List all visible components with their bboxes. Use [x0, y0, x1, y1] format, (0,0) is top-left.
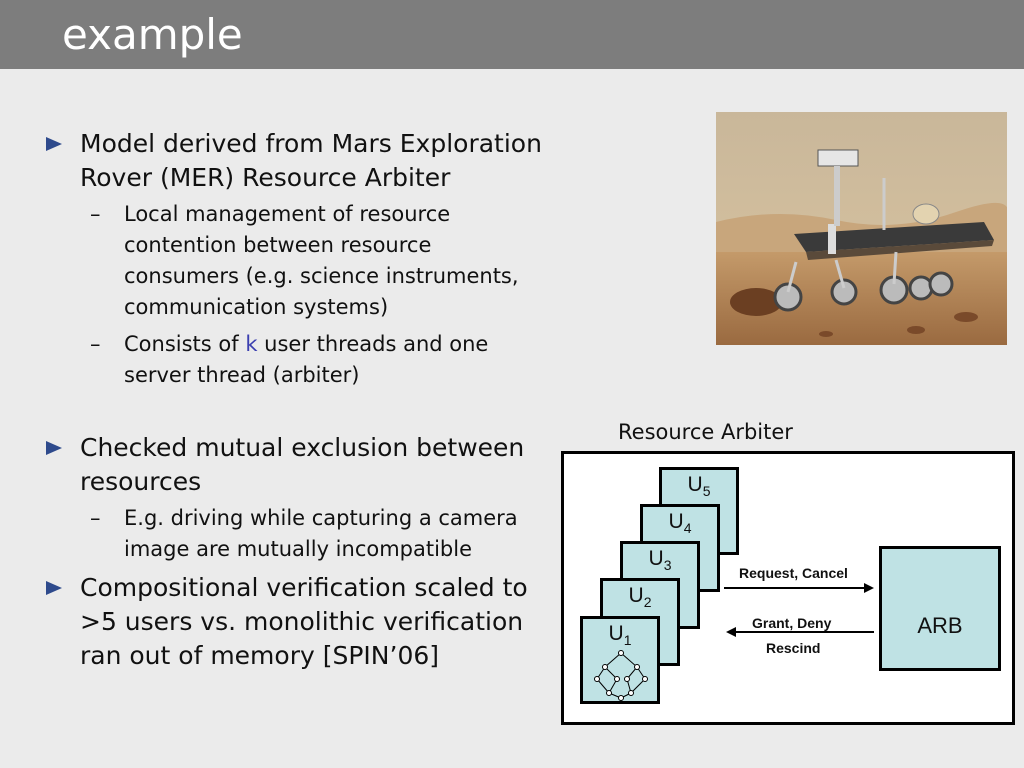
rover-illustration — [716, 112, 1007, 345]
sub-bullet-item: – E.g. driving while capturing a camera … — [44, 503, 544, 565]
slide-title: example — [62, 10, 243, 59]
sub-bullet-text: Local management of resource contention … — [124, 202, 519, 319]
user-thread-label: U3 — [648, 547, 672, 574]
arbiter-box: ARB — [879, 546, 1001, 671]
bullet-item: Model derived from Mars Exploration Rove… — [44, 127, 544, 195]
user-thread-label: U2 — [628, 584, 652, 611]
sub-bullet-text: E.g. driving while capturing a camera im… — [124, 506, 518, 561]
user-thread-label: U4 — [668, 510, 692, 537]
state-machine-graph-icon — [594, 650, 648, 701]
user-thread-1: U1 — [580, 616, 660, 704]
arrow-right-icon — [864, 583, 874, 593]
bullet-text: Compositional verification scaled to >5 … — [80, 573, 528, 670]
dash-bullet-icon: – — [90, 202, 101, 226]
sub-bullet-text-pre: Consists of — [124, 332, 246, 356]
bullet-text: Checked mutual exclusion between resourc… — [80, 433, 525, 496]
grant-deny-label: Grant, Deny — [752, 615, 832, 631]
variable-k: k — [245, 332, 258, 356]
arrow-left-icon — [726, 627, 736, 637]
user-thread-label: U1 — [608, 622, 632, 649]
dash-bullet-icon: – — [90, 506, 101, 530]
user-thread-label: U5 — [687, 473, 711, 500]
bullet-item: Checked mutual exclusion between resourc… — [44, 431, 544, 499]
triangle-bullet-icon — [46, 441, 62, 455]
bullet-text: Model derived from Mars Exploration Rove… — [80, 129, 542, 192]
mars-rover-photo — [716, 112, 1007, 345]
sub-bullet-item: – Local management of resource contentio… — [44, 199, 544, 323]
request-cancel-label: Request, Cancel — [739, 565, 848, 581]
triangle-bullet-icon — [46, 581, 62, 595]
sub-bullet-item: – Consists of k user threads and one ser… — [44, 329, 544, 391]
bullet-list: Model derived from Mars Exploration Rove… — [44, 127, 544, 673]
dash-bullet-icon: – — [90, 332, 101, 356]
triangle-bullet-icon — [46, 137, 62, 151]
diagram-title: Resource Arbiter — [618, 420, 793, 444]
title-bar: example — [0, 0, 1024, 69]
rescind-label: Rescind — [766, 640, 821, 656]
arbiter-label: ARB — [917, 613, 963, 638]
sub-bullet-text-post: user threads and one server thread (arbi… — [124, 332, 489, 387]
bullet-item: Compositional verification scaled to >5 … — [44, 571, 544, 673]
